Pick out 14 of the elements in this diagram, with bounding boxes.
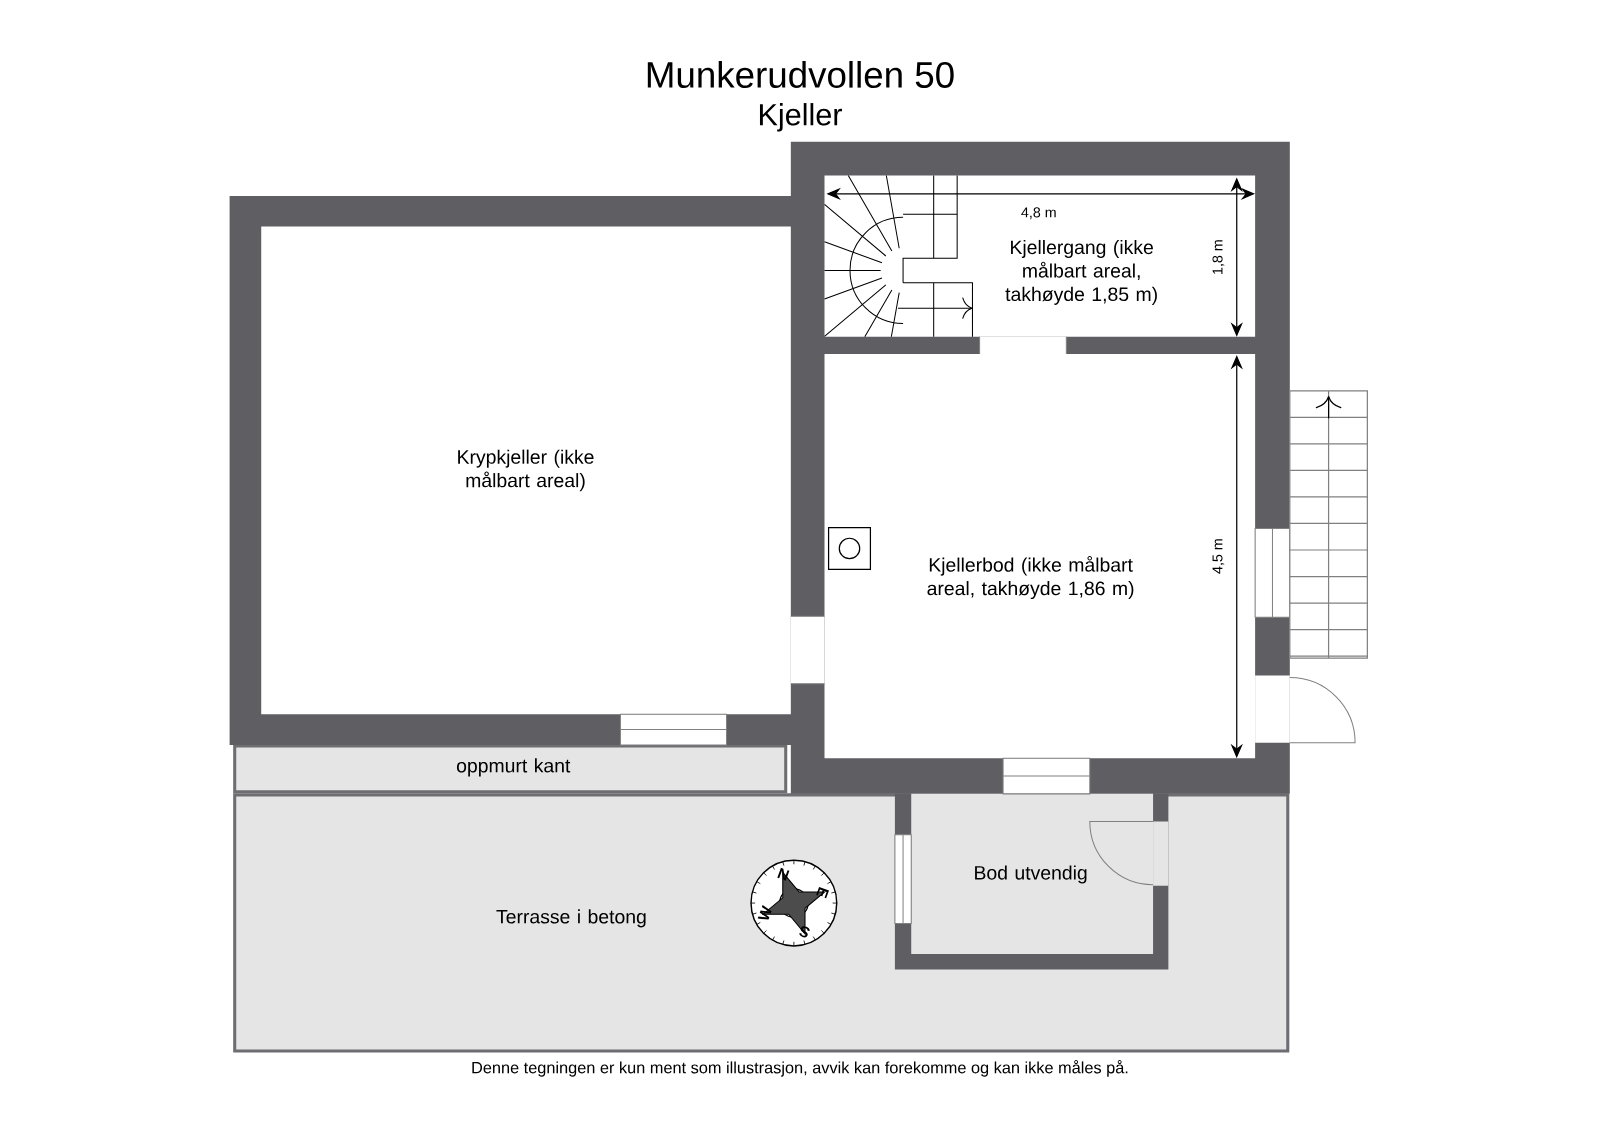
compass-drawing: N E S W: [750, 859, 838, 947]
label: E: [816, 887, 829, 899]
label: W: [757, 905, 772, 920]
room: Krypkjeller (ikke målbart areal): [261, 226, 791, 715]
floor-label: Kjeller: [759, 103, 842, 132]
ledge-area: oppmurt kant: [233, 744, 788, 794]
dimension-label: 1,8 m: [1212, 240, 1225, 275]
dimension-label: 4,8 m: [1021, 207, 1056, 220]
dimension-label: 4,5 m: [1212, 539, 1225, 574]
shed-room: Bod utvendig: [911, 794, 1154, 955]
caption: Denne tegningen er kun ment som illustrasjon, avvik kan forekomme og kan ikke måles på.: [472, 1060, 1128, 1077]
label: S: [799, 926, 810, 938]
label: N: [777, 867, 790, 881]
title: Munkerudvollen 50: [647, 61, 954, 89]
